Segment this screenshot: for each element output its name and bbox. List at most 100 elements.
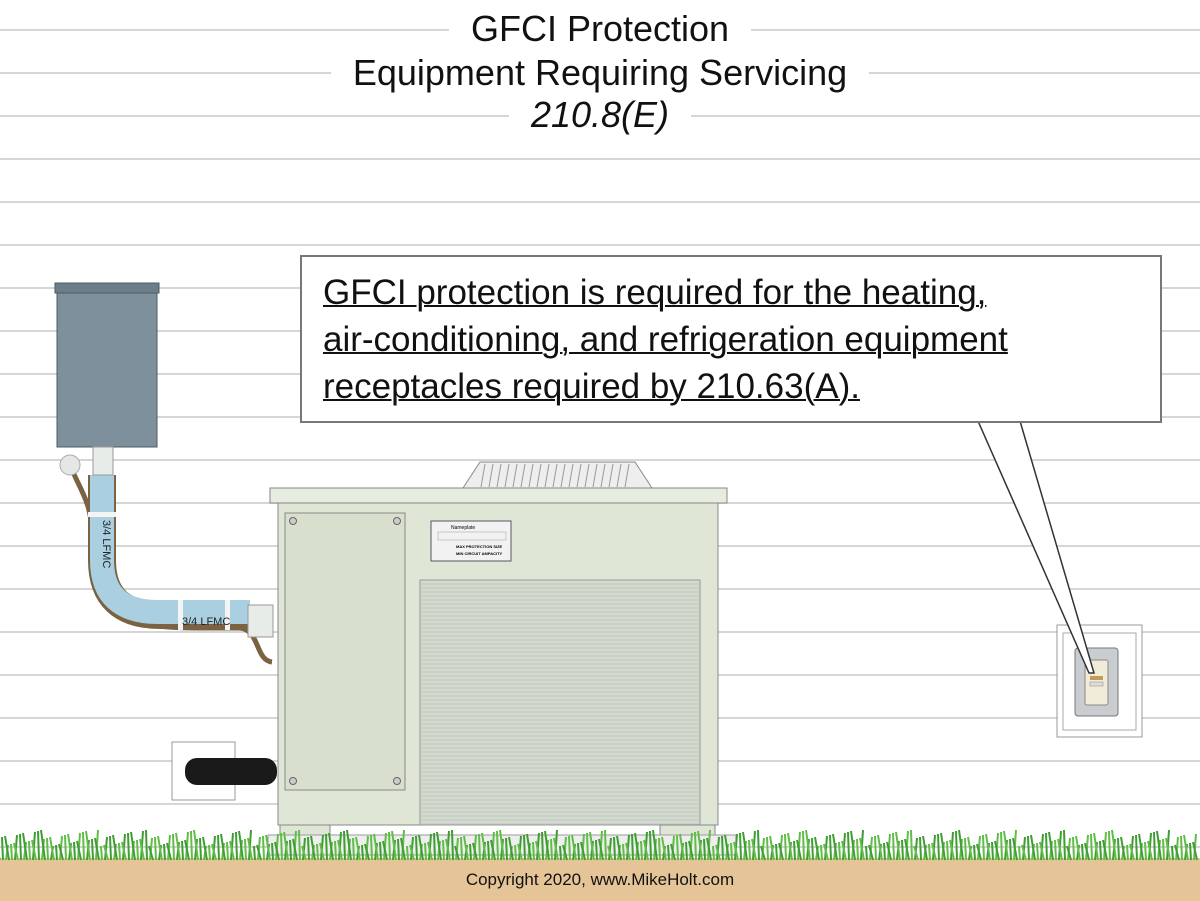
grass-blade [688,840,694,861]
guard-line [496,463,502,488]
grass-blade [1090,833,1093,861]
grass-blade [976,843,982,861]
grass-blade [82,831,85,861]
grass-blade [1183,834,1189,861]
grass-blade [352,837,355,861]
grass-blade [1063,829,1066,861]
grass-blade [922,835,928,861]
grass-blade [302,837,306,861]
grass-blade [886,841,892,861]
grass-blade [409,844,415,861]
grass-blade [424,842,427,861]
grass-blade [499,829,505,861]
grass-blade [148,845,154,861]
grass-blade [1003,830,1009,861]
grass-blade [505,837,508,861]
grass-blade [410,836,414,861]
nameplate-title: Nameplate [451,525,475,531]
grass-blade [625,842,631,861]
grass-blade [1066,845,1072,861]
grass-blade [761,837,765,861]
grass-blade [694,831,697,861]
grass-blade [455,837,459,861]
grass-blade [1189,842,1192,861]
grass-blade [559,845,562,861]
grass-blade [478,833,481,861]
grass-blade [577,842,580,861]
grass-blade [994,840,1000,861]
grass-blade [946,840,949,861]
guard-line [520,463,526,488]
grass-blade [436,831,442,861]
guard-line [552,463,558,488]
grass-blade [370,834,373,861]
grass-blade [100,845,103,861]
grass-blade [445,838,451,861]
nameplate-max: MAX PROTECTION SIZE [456,544,503,549]
grass-blade [563,836,567,861]
guard-line [576,463,582,488]
grass-blade [1018,845,1021,861]
grass-blade [535,840,541,861]
grass-blade [631,833,634,861]
grass-blade [703,838,706,861]
grass-blade [283,831,289,861]
guard-line [608,463,614,488]
grass-blade [1153,831,1156,861]
grass-blade [316,843,319,861]
grass-blade [190,830,193,861]
grass-blade [109,835,112,861]
grass-blade [640,840,643,861]
grass-blade [838,841,841,861]
grass-blade [253,845,256,861]
grass-blade [418,834,424,861]
grass-blade [1171,845,1174,861]
grass-blade [184,839,190,861]
grass-blade [589,831,595,861]
grass-blade [508,836,514,861]
grass-blade [1072,836,1075,861]
grass-blade [157,835,163,861]
grass-blade [244,838,247,861]
grass-blade [145,829,148,861]
grass-blade [247,837,253,861]
grass-blade [667,844,670,861]
guard-line [488,463,494,488]
grass-blade [608,837,612,861]
guard-line [504,463,510,488]
grass-blade [607,845,613,861]
disconnect-box [56,282,158,448]
refrigerant-line [185,758,277,785]
grass-blade [787,832,793,861]
grass-blade [22,832,28,861]
grass-blade [742,831,748,861]
grass-blade [442,839,445,861]
grass-blade [892,832,895,861]
grass-blade [562,844,568,861]
grass-blade [973,844,976,861]
grass-blade [58,843,64,861]
grass-blade [163,843,166,861]
grass-blade [415,835,418,861]
grass-blade [1111,829,1117,861]
grass-blade [919,836,922,861]
grass-blade [136,839,139,861]
grass-blade [1036,842,1039,861]
grass-blade [955,830,958,861]
grass-blade [1022,836,1026,861]
grass-blade [1009,838,1012,861]
grass-blade [1174,844,1180,861]
grass-blade [121,841,127,861]
conduit-fitting-side [247,604,274,638]
grass-blade [598,838,604,861]
grass-blade [310,835,316,861]
ground [0,858,1200,901]
grass-blade [856,838,859,861]
grass-blade [847,831,850,861]
grass-blade [820,844,823,861]
grass-blade [814,836,820,861]
grass-blade [112,834,118,861]
grass-blade [1162,838,1165,861]
grass-blade [1117,837,1120,861]
grass-blade [1138,833,1144,861]
